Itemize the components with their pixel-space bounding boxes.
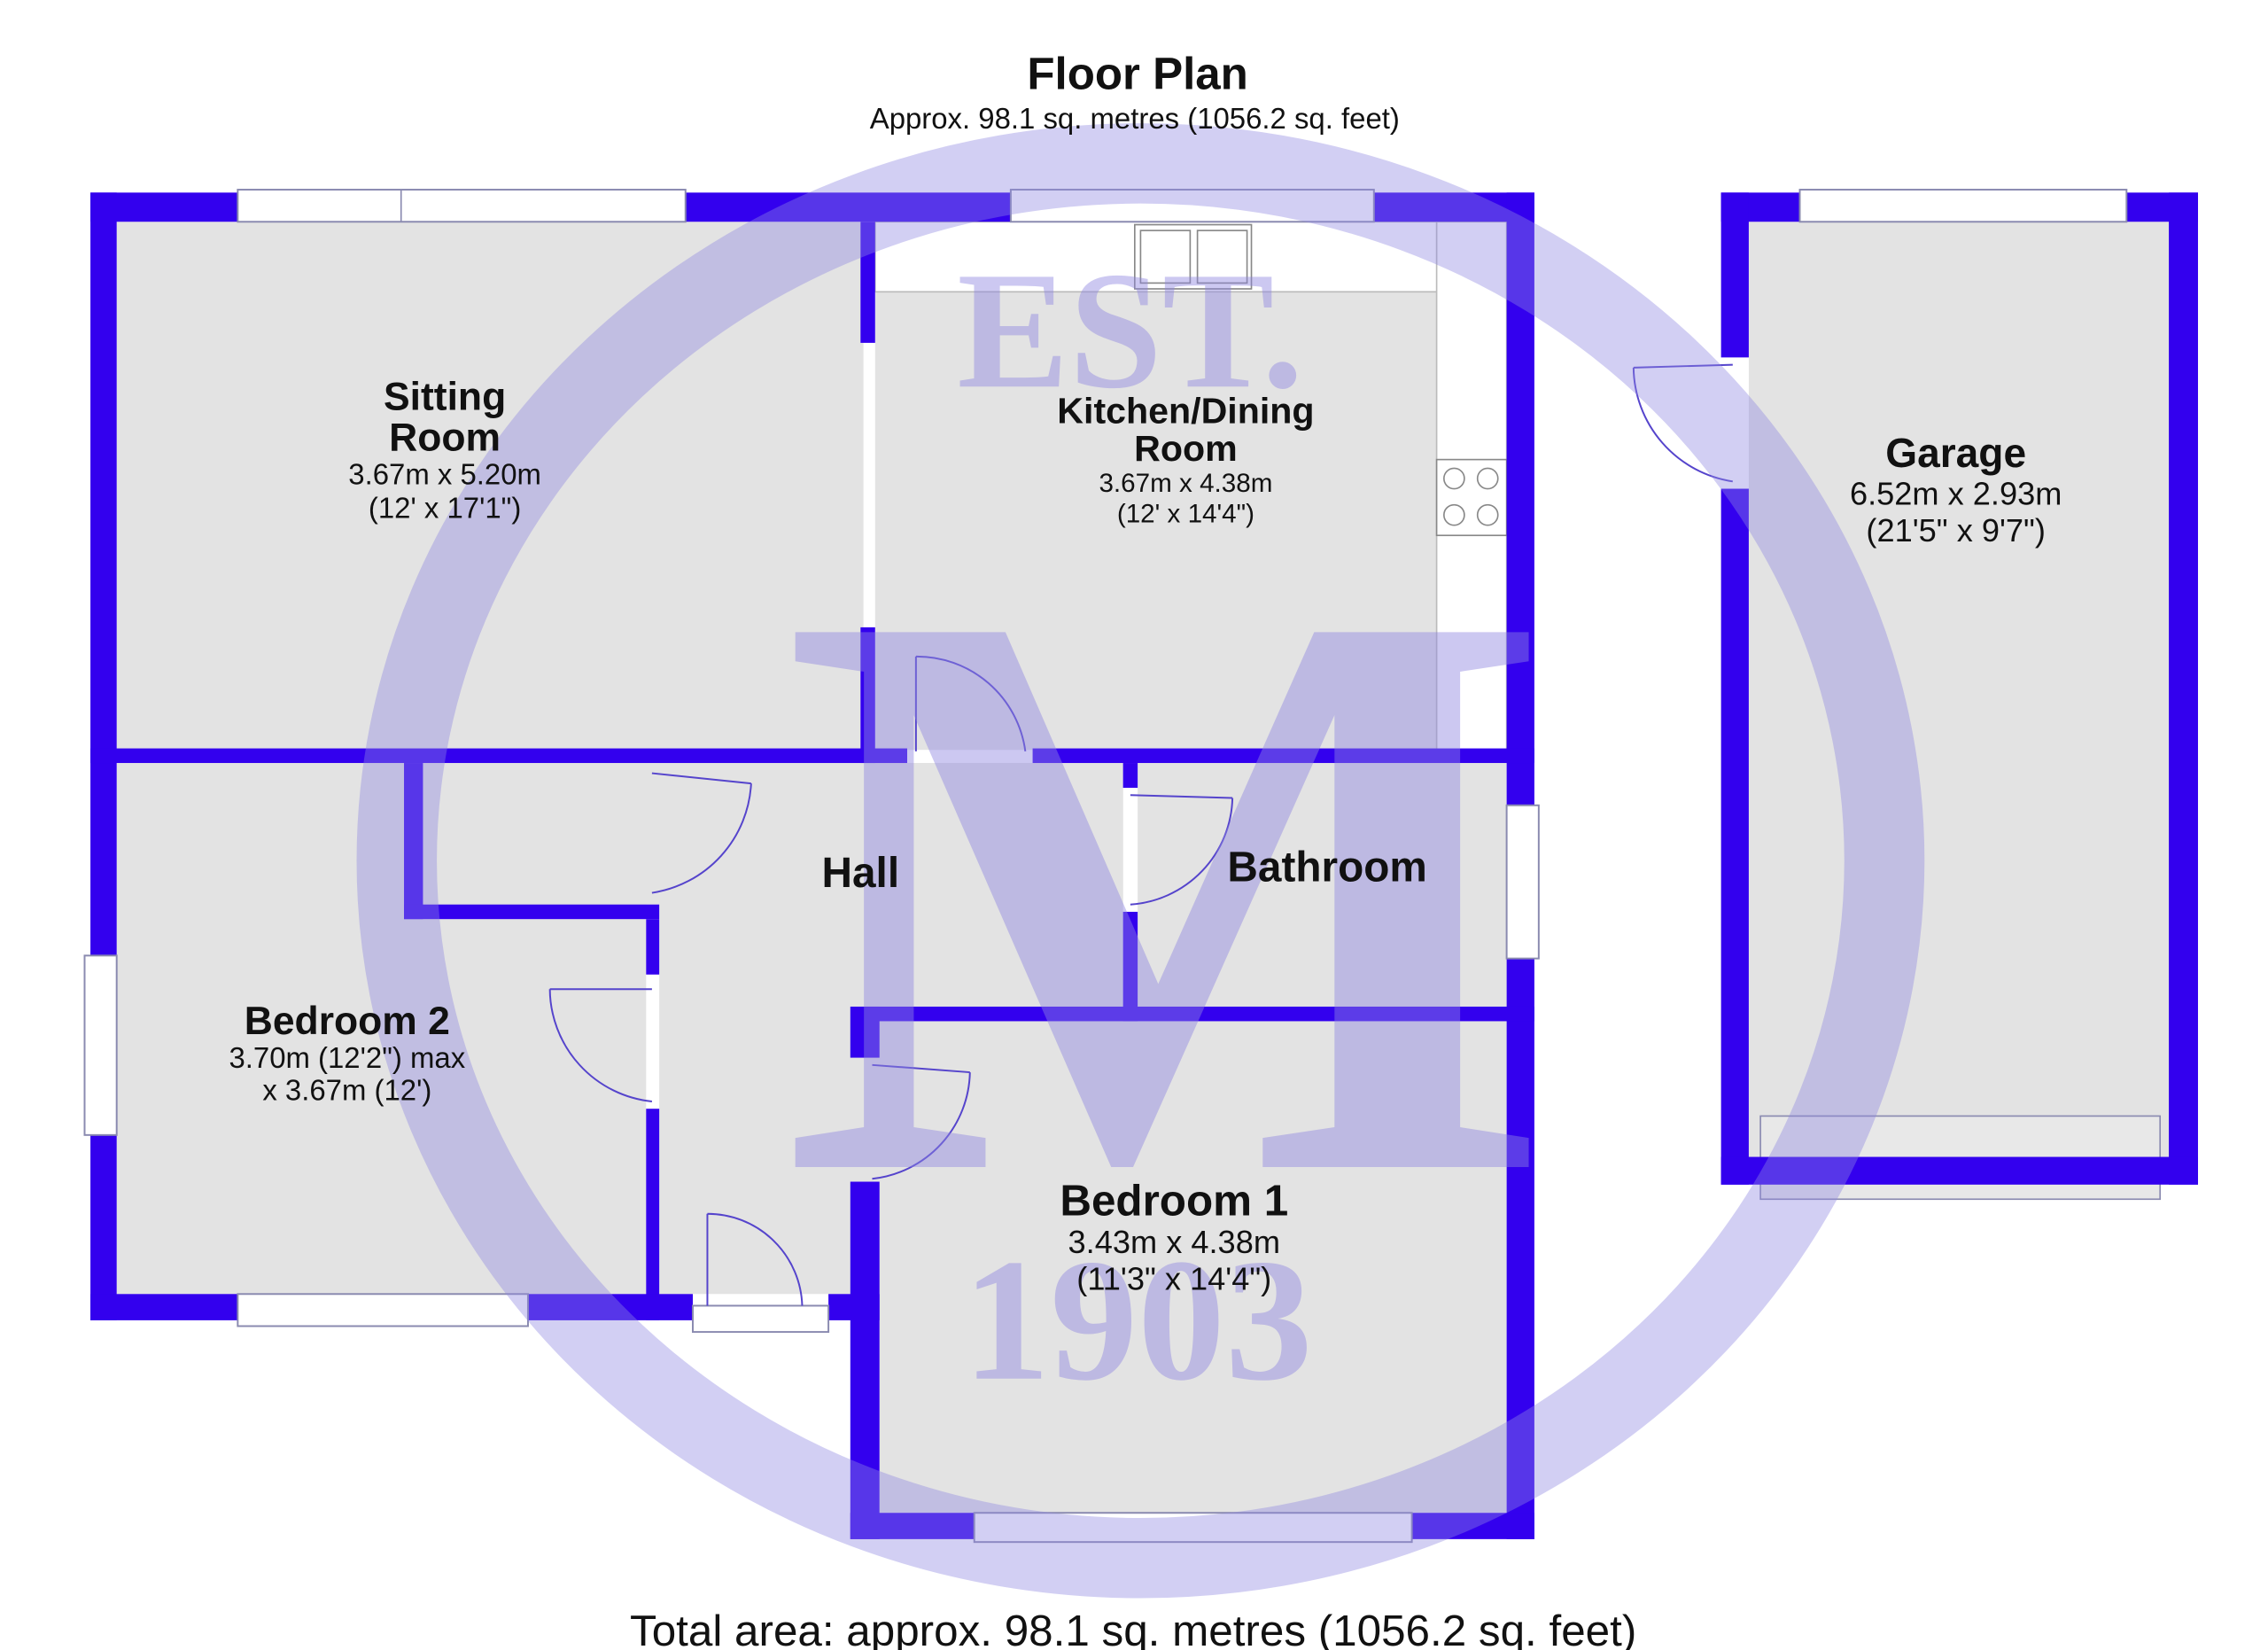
label-bedroom2: Bedroom 2 3.70m (12'2") max x 3.67m (12'…	[229, 1000, 465, 1106]
total-area: Total area: approx. 98.1 sq. metres (105…	[630, 1607, 1636, 1650]
garage-floor	[1748, 222, 2170, 1157]
label-hall: Hall	[822, 850, 900, 897]
room-dimensions-imperial: (12' x 14'4")	[1117, 499, 1254, 528]
room-dimensions: 3.67m x 4.38m	[1099, 469, 1272, 498]
room-name: Sitting	[384, 376, 506, 419]
label-kitchen: Kitchen/Dining Room 3.67m x 4.38m (12' x…	[1057, 390, 1314, 528]
bathroom-floor	[1138, 763, 1507, 1007]
kitchen-floor	[874, 292, 1437, 751]
label-bathroom: Bathroom	[1227, 844, 1426, 891]
hob-icon	[1435, 458, 1508, 537]
page-subtitle: Approx. 98.1 sq. metres (1056.2 sq. feet…	[870, 102, 1400, 135]
room-dimensions-imperial: (21'5" x 9'7")	[1866, 512, 2046, 549]
page-title: Floor Plan	[1027, 48, 1247, 98]
kitchen-sink-icon	[1134, 223, 1253, 290]
room-dimensions: 3.67m x 5.20m	[348, 458, 541, 491]
windows	[83, 189, 2128, 1544]
bedroom1-floor	[879, 1021, 1507, 1514]
room-dimensions-2: x 3.67m (12')	[262, 1073, 431, 1106]
doors	[548, 363, 1733, 1306]
floors	[116, 221, 2170, 1514]
room-dimensions: 3.43m x 4.38m	[1068, 1224, 1280, 1260]
label-garage: Garage 6.52m x 2.93m (21'5" x 9'7")	[1850, 430, 2062, 549]
watermark-logo: EST. M 1903	[356, 123, 1925, 1599]
room-name: Garage	[1885, 430, 2026, 476]
room-dimensions: 6.52m x 2.93m	[1850, 476, 2062, 512]
watermark-m: M	[781, 440, 1552, 1344]
room-name: Room	[389, 416, 501, 460]
room-dimensions: 3.70m (12'2") max	[229, 1041, 465, 1074]
room-name: Bedroom 2	[245, 1000, 450, 1043]
watermark-year: 1903	[963, 1223, 1313, 1417]
room-dimensions-imperial: (12' x 17'1")	[369, 491, 521, 524]
label-sitting-room: Sitting Room 3.67m x 5.20m (12' x 17'1")	[348, 376, 541, 525]
room-name: Bedroom 1	[1060, 1176, 1288, 1225]
room-dimensions-imperial: (11'3" x 14'4")	[1076, 1260, 1271, 1296]
room-name: Room	[1134, 428, 1238, 469]
watermark-est: EST.	[957, 237, 1303, 423]
label-bedroom1: Bedroom 1 3.43m x 4.38m (11'3" x 14'4")	[1060, 1176, 1288, 1296]
room-name: Kitchen/Dining	[1057, 390, 1314, 431]
sitting-room-floor	[116, 222, 864, 751]
